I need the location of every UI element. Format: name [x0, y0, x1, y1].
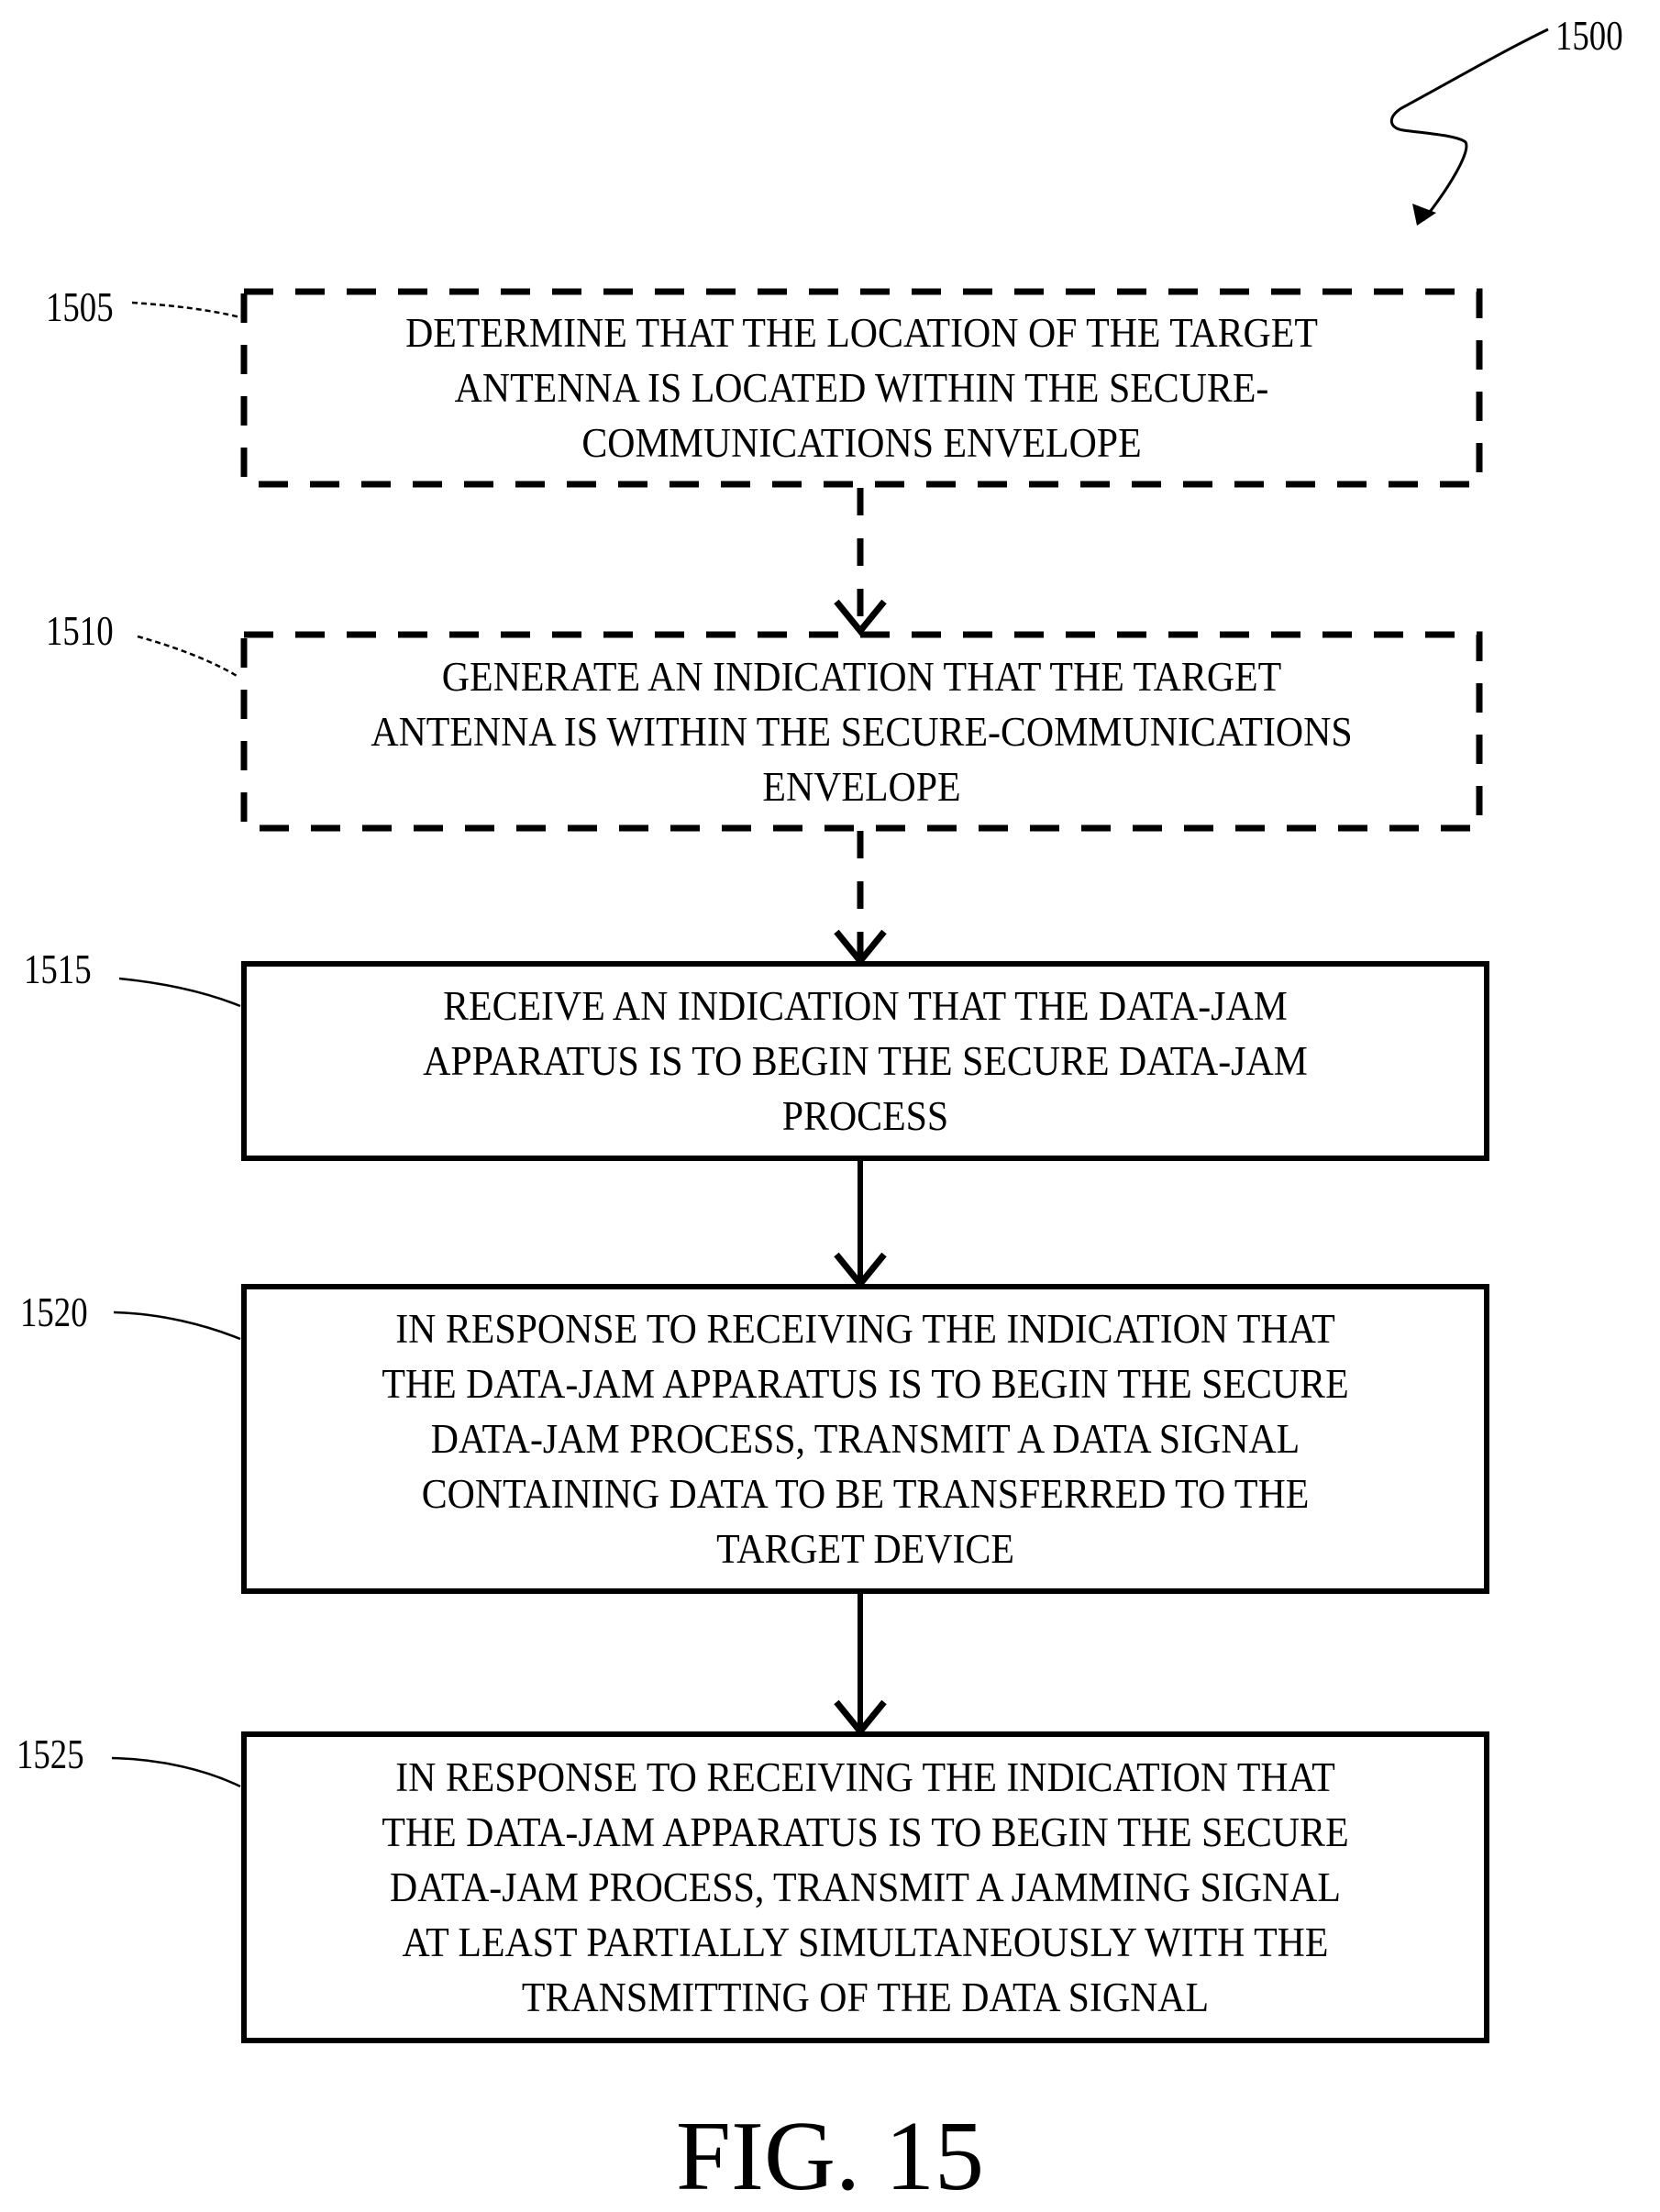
figure-reference-leader	[1389, 28, 1549, 221]
figure-caption: FIG. 15	[675, 2102, 985, 2211]
step-text-line: THE DATA-JAM APPARATUS IS TO BEGIN THE S…	[382, 1809, 1349, 1855]
step-text-line: DATA-JAM PROCESS, TRANSMIT A JAMMING SIG…	[390, 1864, 1341, 1910]
step-text-line: DETERMINE THAT THE LOCATION OF THE TARGE…	[405, 310, 1318, 356]
figure-reference-arrowhead	[1412, 204, 1436, 226]
step-text-line: GENERATE AN INDICATION THAT THE TARGET	[441, 653, 1282, 700]
leader-1525	[111, 1756, 241, 1788]
step-text-line: DATA-JAM PROCESS, TRANSMIT A DATA SIGNAL	[430, 1416, 1300, 1462]
leader-1520	[113, 1311, 241, 1341]
step-box-1520	[241, 1284, 1489, 1594]
leader-1505	[131, 301, 241, 319]
leader-1515	[118, 977, 241, 1008]
step-text-line: AT LEAST PARTIALLY SIMULTANEOUSLY WITH T…	[402, 1919, 1329, 1965]
step-text-1510: GENERATE AN INDICATION THAT THE TARGET A…	[291, 638, 1433, 824]
connector-1505-1510	[834, 488, 887, 636]
step-text-1520: IN RESPONSE TO RECEIVING THE INDICATION …	[291, 1290, 1440, 1587]
step-ref-label-1525: 1525	[17, 1731, 84, 1777]
step-ref-label-1520: 1520	[20, 1288, 88, 1335]
step-text-1505: DETERMINE THAT THE LOCATION OF THE TARGE…	[291, 295, 1433, 481]
step-box-1515	[241, 961, 1489, 1161]
step-ref-label-1510: 1510	[46, 607, 114, 654]
connector-1510-1515	[834, 831, 887, 967]
leader-1510	[137, 635, 239, 679]
step-text-line: RECEIVE AN INDICATION THAT THE DATA-JAM	[443, 983, 1288, 1029]
step-text-line: ANTENNA IS WITHIN THE SECURE-COMMUNICATI…	[371, 708, 1353, 755]
step-ref-label-1505: 1505	[46, 283, 114, 330]
connector-1520-1525	[834, 1594, 887, 1737]
step-ref-label-1515: 1515	[24, 946, 92, 992]
step-text-line: THE DATA-JAM APPARATUS IS TO BEGIN THE S…	[382, 1361, 1349, 1407]
step-text-line: IN RESPONSE TO RECEIVING THE INDICATION …	[395, 1306, 1335, 1352]
step-text-line: APPARATUS IS TO BEGIN THE SECURE DATA-JA…	[423, 1038, 1308, 1084]
step-text-line: ANTENNA IS LOCATED WITHIN THE SECURE-	[454, 365, 1269, 411]
step-text-line: COMMUNICATIONS ENVELOPE	[581, 420, 1142, 466]
step-text-line: IN RESPONSE TO RECEIVING THE INDICATION …	[395, 1754, 1335, 1800]
figure-number-label: 1500	[1555, 12, 1623, 59]
step-text-line: CONTAINING DATA TO BE TRANSFERRED TO THE	[421, 1471, 1310, 1517]
step-text-1515: RECEIVE AN INDICATION THAT THE DATA-JAM …	[291, 968, 1440, 1155]
step-text-1525: IN RESPONSE TO RECEIVING THE INDICATION …	[291, 1738, 1440, 2037]
step-text-line: ENVELOPE	[762, 763, 961, 810]
step-text-line: TRANSMITTING OF THE DATA SIGNAL	[521, 1974, 1210, 2020]
step-box-1525	[241, 1731, 1489, 2043]
step-box-1510	[240, 631, 1483, 832]
step-box-1505	[240, 288, 1483, 488]
step-text-line: PROCESS	[781, 1093, 949, 1139]
connector-1515-1520	[834, 1161, 887, 1289]
step-text-line: TARGET DEVICE	[716, 1526, 1014, 1572]
